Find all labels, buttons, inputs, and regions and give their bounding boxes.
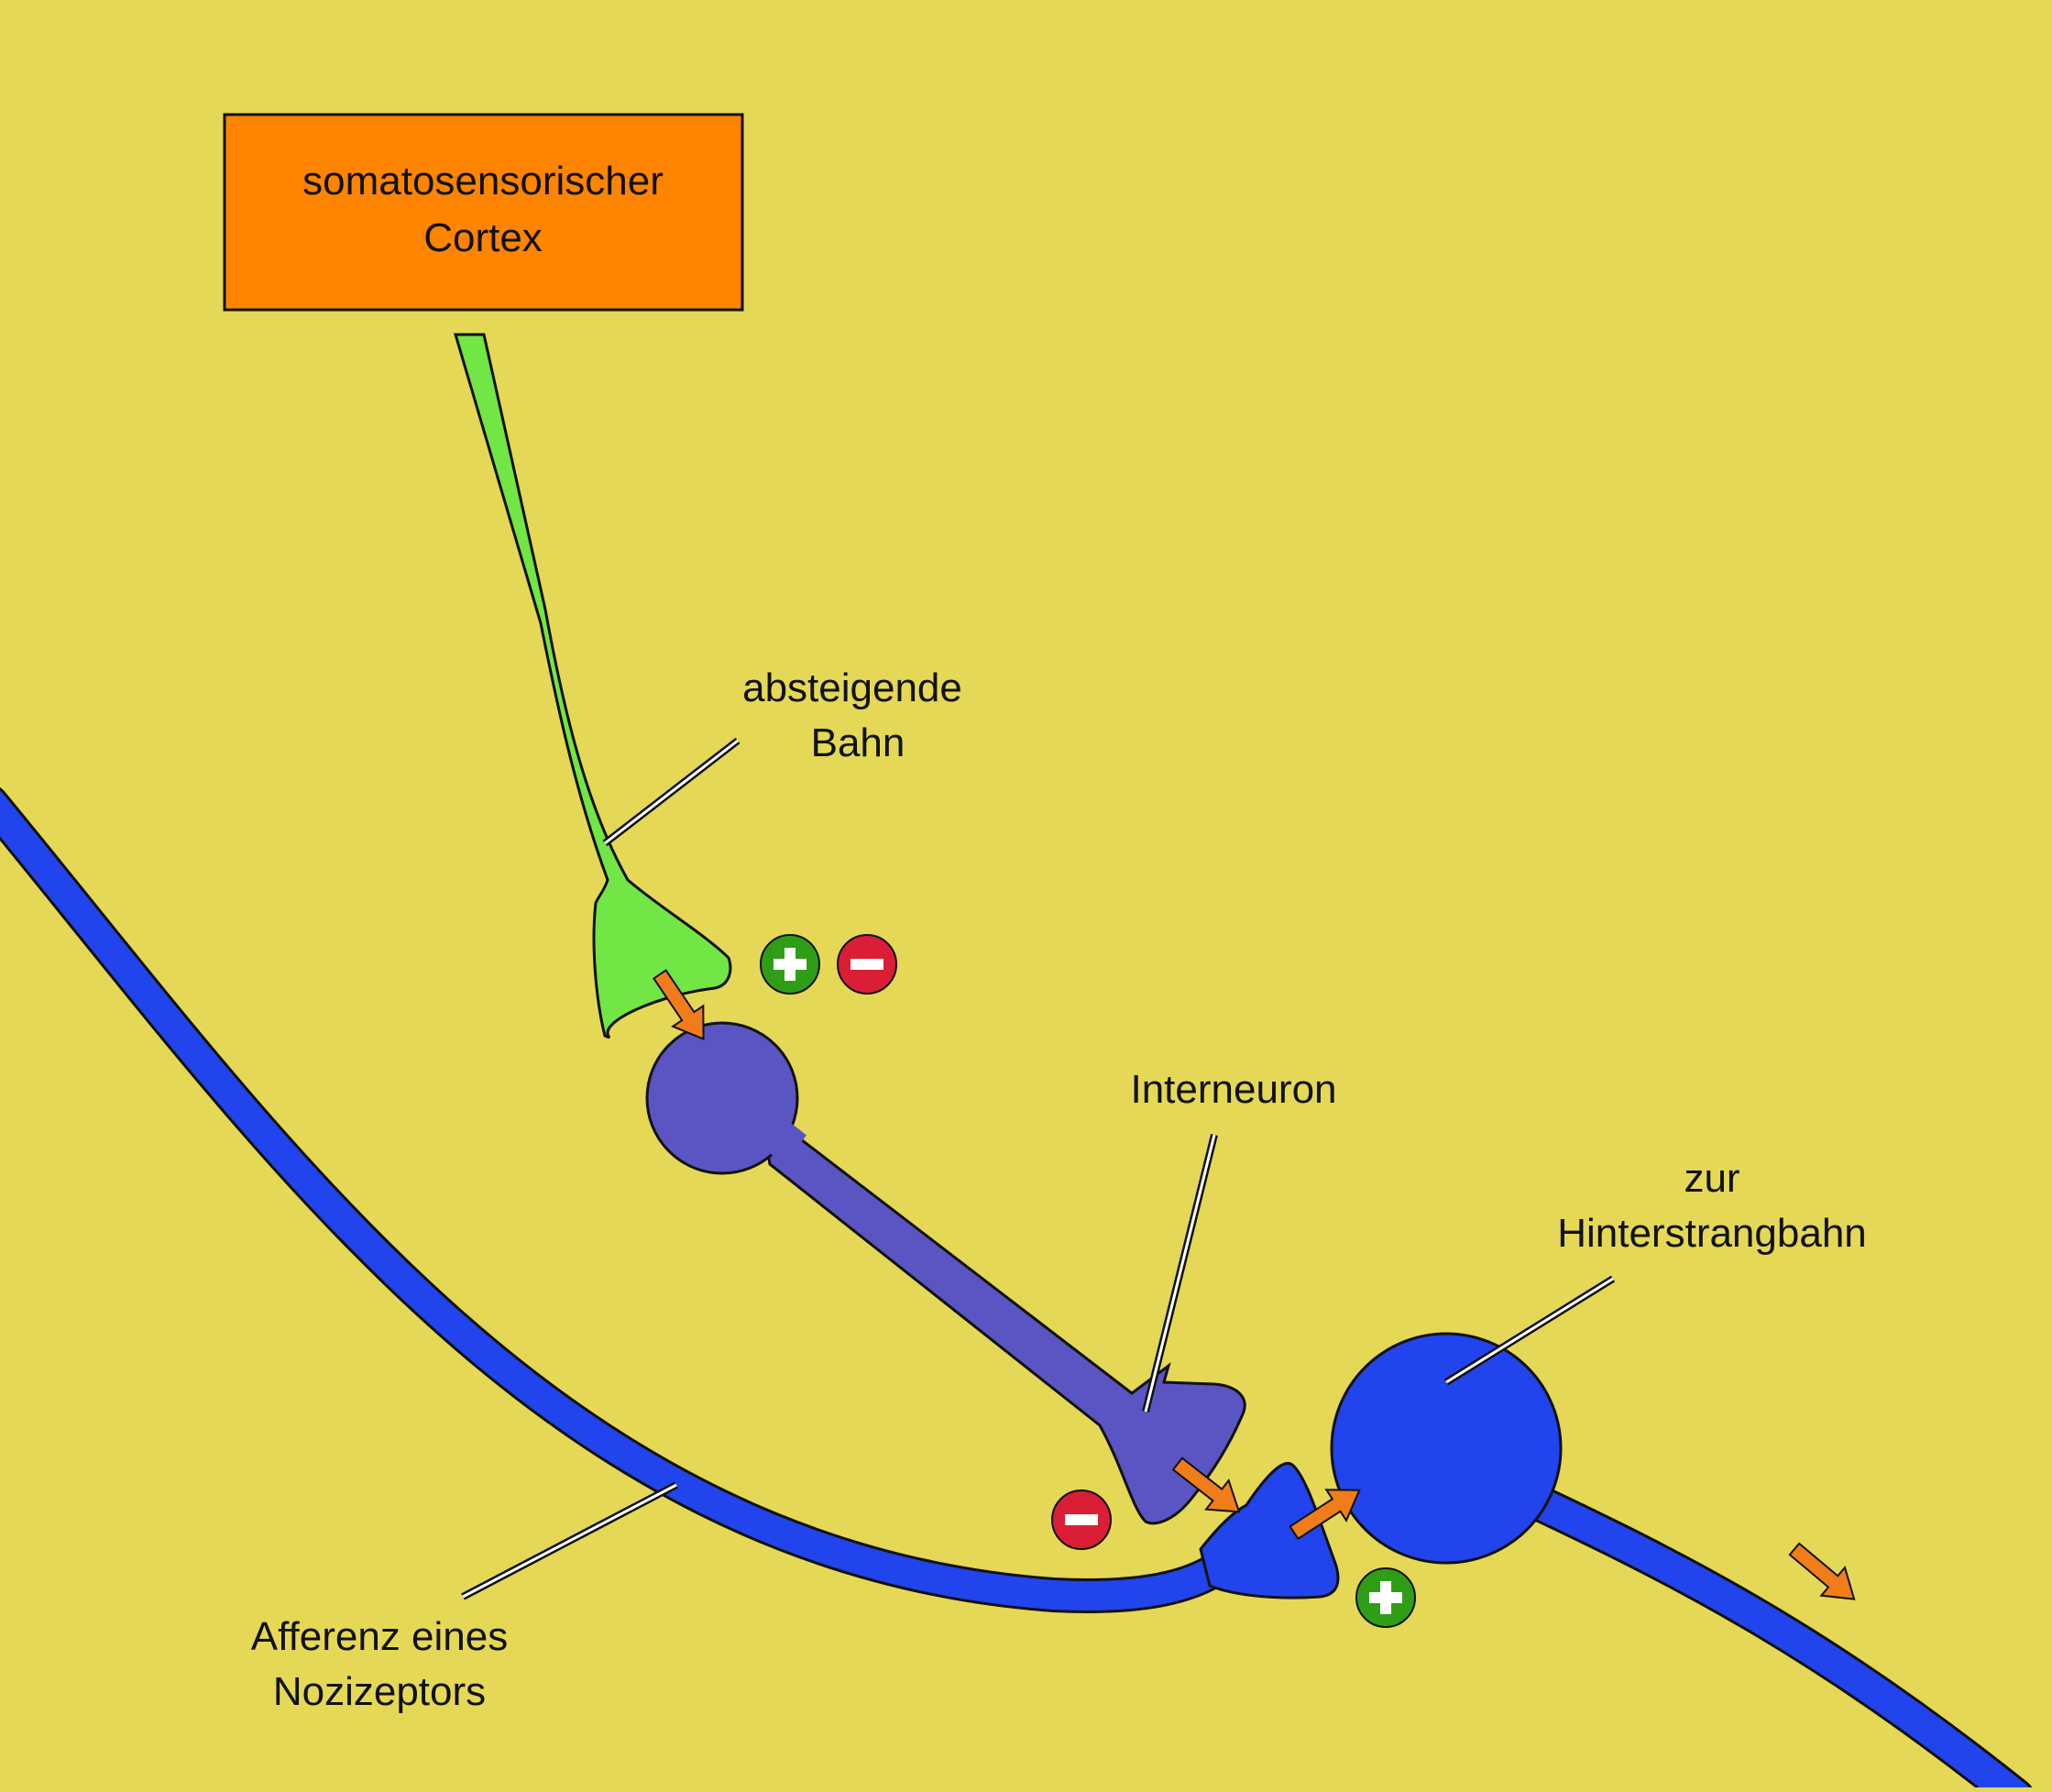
afferent-label-line2: Nozizeptors xyxy=(273,1669,486,1714)
leader-line-dorsal-column xyxy=(1443,1275,1616,1386)
signal-arrow-icon xyxy=(1788,1542,1856,1600)
labels: absteigende Bahn Interneuron zur Hinters… xyxy=(251,665,1867,1714)
signal-arrow-icon xyxy=(1289,1489,1361,1541)
dorsal-column-label-line1: zur xyxy=(1684,1156,1739,1201)
leader-line-afferent xyxy=(461,1481,678,1600)
cortex-label-line1: somatosensorischer xyxy=(302,159,664,203)
signal-arrow-icon xyxy=(1171,1457,1241,1513)
synapse-signs xyxy=(760,934,1416,1628)
projection-soma xyxy=(1330,1332,1563,1565)
projection-neuron xyxy=(1330,1332,2035,1792)
descending-path-label-line2: Bahn xyxy=(811,720,905,765)
signal-arrows xyxy=(652,969,1856,1600)
afferent-label-line1: Afferenz eines xyxy=(251,1614,508,1659)
afferent-fiber xyxy=(0,786,1340,1613)
leader-line-interneuron xyxy=(1142,1134,1218,1413)
cortex-box: somatosensorischer Cortex xyxy=(223,113,744,312)
inhibitory-minus-icon xyxy=(837,934,897,995)
inhibitory-minus-icon xyxy=(1051,1490,1112,1550)
signal-arrow-icon xyxy=(652,969,705,1040)
excitatory-plus-icon xyxy=(1355,1567,1416,1628)
interneuron-label: Interneuron xyxy=(1130,1067,1336,1112)
leader-line-descending xyxy=(602,737,741,847)
interneuron xyxy=(645,1021,1246,1525)
dorsal-column-label-line2: Hinterstrangbahn xyxy=(1557,1211,1867,1256)
excitatory-plus-icon xyxy=(760,934,820,995)
interneuron-axon xyxy=(758,1105,1246,1525)
descending-path-label-line1: absteigende xyxy=(742,665,962,710)
cortex-label-line2: Cortex xyxy=(423,215,543,260)
leader-lines xyxy=(461,737,1616,1600)
